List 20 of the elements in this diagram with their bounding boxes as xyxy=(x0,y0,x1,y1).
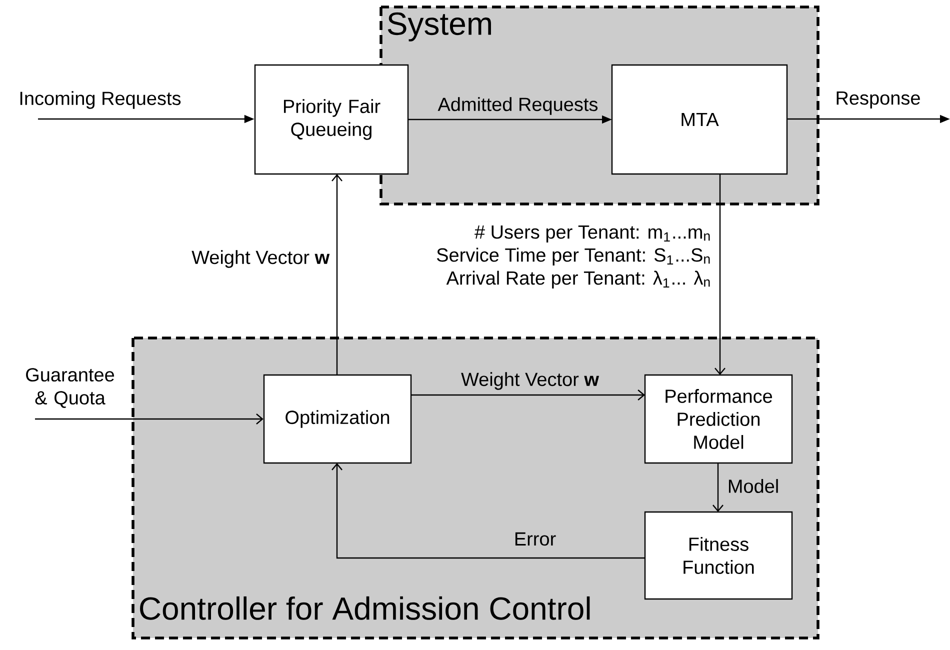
edge-label: Weight Vector w xyxy=(461,372,600,390)
process-box: Performance Prediction Model xyxy=(644,374,793,464)
arrow xyxy=(411,390,645,400)
process-box: Priority Fair Queueing xyxy=(254,64,409,175)
process-box: MTA xyxy=(611,64,788,175)
arrow xyxy=(712,463,724,512)
process-box: Optimization xyxy=(263,374,412,464)
edge-label: Error xyxy=(515,532,556,546)
process-box: Fitness Function xyxy=(644,511,793,600)
arrow xyxy=(332,174,342,375)
edge-label: Incoming Requests xyxy=(20,91,181,109)
edge-label: Response xyxy=(836,92,920,109)
edge-label: # Users per Tenant: m$_{1}$...m$_{n}$ Service Time per Tenant: S$_{1}$...S$_{n}$ Arrival Rate per Tenant: λ$_{1}$... λ$_{n}$ xyxy=(436,226,710,289)
edge-label: Admitted Requests xyxy=(438,97,598,115)
arrow xyxy=(35,414,264,424)
arrow xyxy=(714,174,726,375)
edge-label: Weight Vector w xyxy=(192,250,330,268)
arrow xyxy=(332,463,645,559)
edge-label: Model xyxy=(728,479,778,493)
edge-label: Guarantee & Quota xyxy=(26,368,114,408)
